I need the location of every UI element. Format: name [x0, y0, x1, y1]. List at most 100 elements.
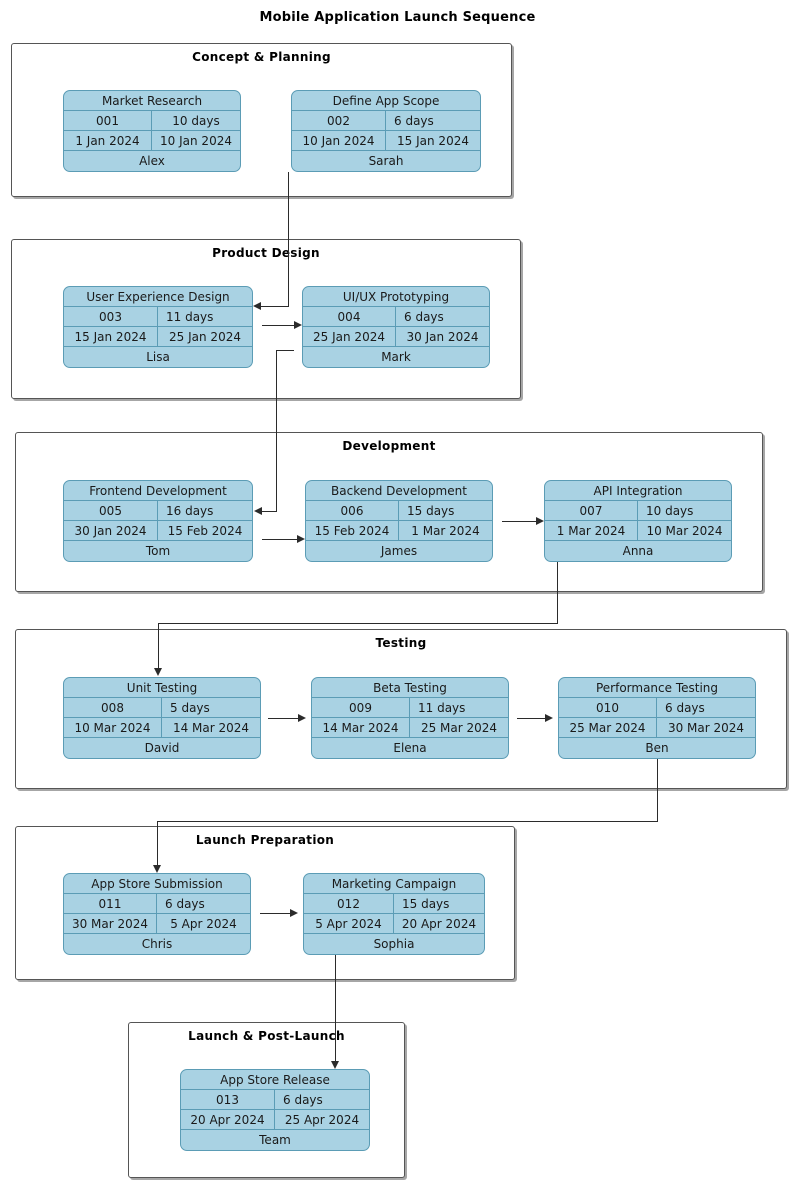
task-card-008[interactable]: Unit Testing 008 5 days 10 Mar 2024 14 M… [63, 677, 261, 759]
task-meta-008: 008 5 days [64, 698, 260, 718]
task-duration-009: 11 days [418, 701, 466, 715]
phase-title-testing: Testing [375, 636, 427, 650]
task-owner-013: Team [259, 1133, 291, 1147]
connector-010-011-vertical-in [157, 821, 158, 865]
task-id-006: 006 [306, 501, 399, 521]
task-start-011: 30 Mar 2024 [64, 914, 157, 934]
task-card-005[interactable]: Frontend Development 005 16 days 30 Jan … [63, 480, 253, 562]
task-start-006: 15 Feb 2024 [306, 521, 399, 541]
task-dates-005: 30 Jan 2024 15 Feb 2024 [64, 521, 252, 541]
connector-007-008-horizontal [158, 623, 558, 624]
task-name-008: Unit Testing [64, 678, 260, 698]
task-name-006: Backend Development [306, 481, 492, 501]
task-card-006[interactable]: Backend Development 006 15 days 15 Feb 2… [305, 480, 493, 562]
task-end-005: 15 Feb 2024 [167, 524, 243, 538]
task-meta-009: 009 11 days [312, 698, 508, 718]
task-end-013: 25 Apr 2024 [284, 1113, 360, 1127]
arrowhead-007-008 [154, 668, 162, 676]
task-id-007: 007 [545, 501, 638, 521]
task-owner-004: Mark [381, 350, 411, 364]
phase-title-launch-preparation: Launch Preparation [195, 833, 335, 847]
connector-005-006-horizontal [262, 539, 297, 540]
task-name-011: App Store Submission [64, 874, 250, 894]
task-duration-010: 6 days [665, 701, 705, 715]
task-owner-003: Lisa [146, 350, 170, 364]
task-meta-013: 013 6 days [181, 1090, 369, 1110]
arrowhead-010-011 [153, 865, 161, 873]
task-id-012: 012 [304, 894, 394, 914]
task-start-008: 10 Mar 2024 [64, 718, 162, 738]
task-duration-003: 11 days [166, 310, 214, 324]
task-dates-002: 10 Jan 2024 15 Jan 2024 [292, 131, 480, 151]
task-duration-006: 15 days [407, 504, 455, 518]
connector-010-011-horizontal [157, 821, 658, 822]
task-end-003: 25 Jan 2024 [169, 330, 241, 344]
task-duration-001: 10 days [172, 114, 220, 128]
task-dates-013: 20 Apr 2024 25 Apr 2024 [181, 1110, 369, 1130]
task-end-012: 20 Apr 2024 [401, 917, 477, 931]
task-card-012[interactable]: Marketing Campaign 012 15 days 5 Apr 202… [303, 873, 485, 955]
task-name-013: App Store Release [181, 1070, 369, 1090]
task-duration-004: 6 days [404, 310, 444, 324]
task-end-004: 30 Jan 2024 [406, 330, 479, 344]
task-owner-011: Chris [141, 937, 173, 951]
task-meta-006: 006 15 days [306, 501, 492, 521]
task-owner-002: Sarah [368, 154, 404, 168]
arrowhead-002-003 [253, 302, 261, 310]
task-duration-005: 16 days [166, 504, 214, 518]
connector-012-013-vertical [335, 955, 336, 1063]
task-card-002[interactable]: Define App Scope 002 6 days 10 Jan 2024 … [291, 90, 481, 172]
task-owner-010: Ben [645, 741, 669, 755]
task-card-001[interactable]: Market Research 001 10 days 1 Jan 2024 1… [63, 90, 241, 172]
arrowhead-008-009 [298, 714, 306, 722]
task-dates-001: 1 Jan 2024 10 Jan 2024 [64, 131, 240, 151]
task-card-004[interactable]: UI/UX Prototyping 004 6 days 25 Jan 2024… [302, 286, 490, 368]
phase-title-development: Development [342, 439, 436, 453]
task-dates-009: 14 Mar 2024 25 Mar 2024 [312, 718, 508, 738]
connector-008-009-horizontal [268, 718, 298, 719]
task-duration-013: 6 days [283, 1093, 323, 1107]
task-meta-007: 007 10 days [545, 501, 731, 521]
task-card-003[interactable]: User Experience Design 003 11 days 15 Ja… [63, 286, 253, 368]
task-dates-004: 25 Jan 2024 30 Jan 2024 [303, 327, 489, 347]
task-dates-007: 1 Mar 2024 10 Mar 2024 [545, 521, 731, 541]
task-meta-010: 010 6 days [559, 698, 755, 718]
task-owner-009: Elena [393, 741, 427, 755]
task-name-001: Market Research [64, 91, 240, 111]
task-dates-010: 25 Mar 2024 30 Mar 2024 [559, 718, 755, 738]
task-id-011: 011 [64, 894, 157, 914]
task-name-009: Beta Testing [312, 678, 508, 698]
connector-002-003-vertical [288, 172, 289, 306]
task-dates-006: 15 Feb 2024 1 Mar 2024 [306, 521, 492, 541]
connector-002-003-horizontal [261, 306, 289, 307]
task-id-013: 013 [181, 1090, 275, 1110]
task-owner-005: Tom [145, 544, 171, 558]
task-dates-012: 5 Apr 2024 20 Apr 2024 [304, 914, 484, 934]
task-owner-001: Alex [139, 154, 165, 168]
task-duration-012: 15 days [402, 897, 450, 911]
arrowhead-011-012 [290, 909, 298, 917]
task-card-009[interactable]: Beta Testing 009 11 days 14 Mar 2024 25 … [311, 677, 509, 759]
arrowhead-004-005 [254, 507, 262, 515]
task-meta-004: 004 6 days [303, 307, 489, 327]
task-start-007: 1 Mar 2024 [545, 521, 638, 541]
task-owner-007: Anna [622, 544, 654, 558]
task-end-002: 15 Jan 2024 [397, 134, 469, 148]
task-name-007: API Integration [545, 481, 731, 501]
connector-004-005-stub [276, 350, 294, 351]
task-card-010[interactable]: Performance Testing 010 6 days 25 Mar 20… [558, 677, 756, 759]
phase-title-product-design: Product Design [212, 246, 320, 260]
task-start-004: 25 Jan 2024 [303, 327, 396, 347]
task-dates-003: 15 Jan 2024 25 Jan 2024 [64, 327, 252, 347]
task-start-010: 25 Mar 2024 [559, 718, 657, 738]
task-id-004: 004 [303, 307, 396, 327]
task-start-012: 5 Apr 2024 [304, 914, 394, 934]
task-card-011[interactable]: App Store Submission 011 6 days 30 Mar 2… [63, 873, 251, 955]
task-card-007[interactable]: API Integration 007 10 days 1 Mar 2024 1… [544, 480, 732, 562]
task-start-001: 1 Jan 2024 [64, 131, 152, 151]
task-start-005: 30 Jan 2024 [64, 521, 158, 541]
task-owner-008: David [144, 741, 180, 755]
task-card-013[interactable]: App Store Release 013 6 days 20 Apr 2024… [180, 1069, 370, 1151]
task-end-006: 1 Mar 2024 [411, 524, 480, 538]
